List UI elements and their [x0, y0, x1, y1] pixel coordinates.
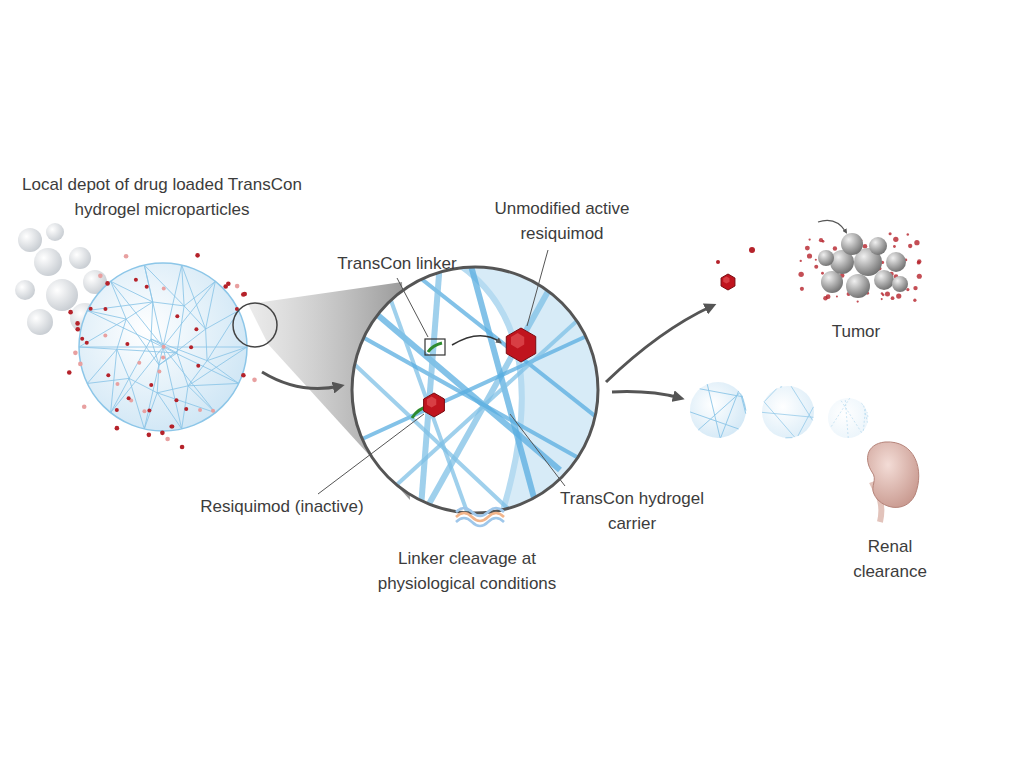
- node-label: Tumor: [796, 319, 916, 344]
- callout-label: TransCon linker: [317, 251, 477, 276]
- node-label: Local depot of drug loaded TransCon hydr…: [16, 172, 308, 222]
- clearance-node: Renal clearance: [830, 432, 950, 584]
- tumor-illustration: [798, 220, 921, 302]
- physiological-waves: [456, 508, 504, 526]
- callout-label: Resiquimod (inactive): [172, 494, 392, 519]
- molecules: [412, 328, 536, 418]
- hydrogel-sphere: [67, 253, 257, 449]
- callout-label: Unmodified active resiquimod: [467, 196, 657, 246]
- callout-label: TransCon hydrogel carrier: [545, 486, 720, 536]
- zoom-circle: [350, 262, 610, 520]
- magnifier: [233, 303, 277, 347]
- node-label: Renal clearance: [836, 534, 944, 584]
- depot-node: Local depot of drug loaded TransCon hydr…: [12, 172, 312, 444]
- callout-label: Linker cleavage at physiological conditi…: [347, 546, 587, 596]
- kidney-illustration: [868, 442, 919, 522]
- leader-lines: [318, 250, 565, 494]
- zoom-arrow: [262, 372, 340, 389]
- tumor-node: Tumor: [790, 226, 922, 344]
- degrading-carriers: [690, 382, 868, 438]
- release-arrows: [606, 247, 755, 398]
